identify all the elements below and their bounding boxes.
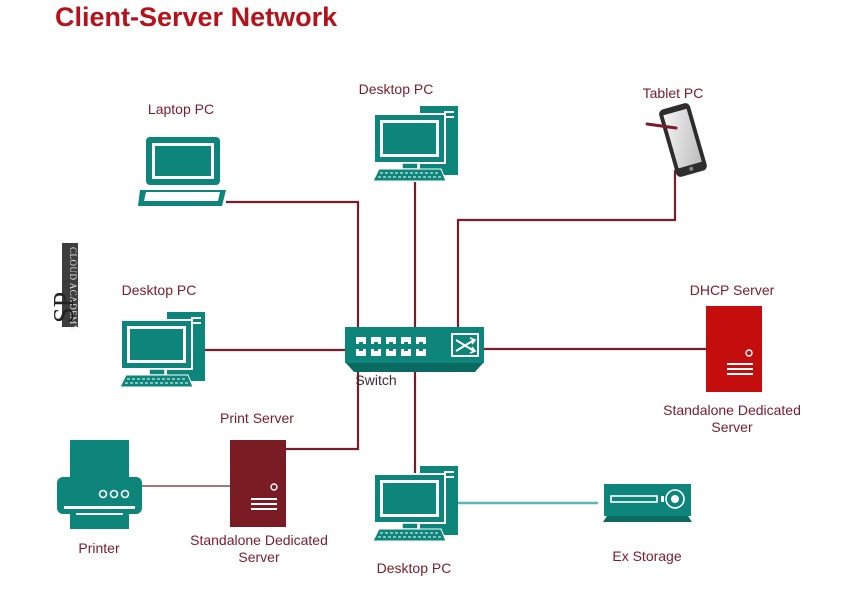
print-server-caption: Standalone Dedicated Server bbox=[190, 532, 328, 565]
dhcp-server-label: DHCP Server bbox=[689, 282, 775, 298]
storage-icon[interactable] bbox=[603, 484, 692, 522]
laptop-icon[interactable] bbox=[138, 137, 226, 206]
printer-label: Printer bbox=[78, 540, 120, 556]
link-switch-print-server bbox=[286, 370, 360, 451]
desktop-top-label: Desktop PC bbox=[358, 81, 434, 97]
tablet-icon[interactable] bbox=[658, 102, 708, 178]
server-icon[interactable] bbox=[706, 306, 762, 392]
ex-storage-label: Ex Storage bbox=[612, 548, 682, 564]
page-title: Client-Server Network bbox=[55, 2, 338, 32]
laptop-label: Laptop PC bbox=[147, 101, 215, 117]
printer-icon[interactable] bbox=[57, 440, 142, 529]
connections bbox=[140, 170, 707, 505]
desktop-icon[interactable] bbox=[119, 312, 205, 388]
link-laptop-switch bbox=[226, 200, 360, 330]
logo-box bbox=[62, 243, 78, 327]
desktop-bottom-label: Desktop PC bbox=[376, 560, 452, 576]
desktop-left-label: Desktop PC bbox=[121, 282, 197, 298]
server-icon[interactable] bbox=[230, 440, 286, 527]
tablet-label: Tablet PC bbox=[642, 85, 704, 101]
desktop-icon[interactable] bbox=[372, 466, 458, 542]
desktop-icon[interactable] bbox=[372, 106, 458, 182]
link-tablet-switch bbox=[456, 170, 677, 330]
switch-icon[interactable] bbox=[345, 327, 484, 372]
stylus-icon bbox=[645, 122, 678, 130]
dhcp-server-caption: Standalone Dedicated Server bbox=[663, 402, 801, 435]
print-server-label: Print Server bbox=[220, 410, 294, 426]
logo-initials: SP bbox=[49, 291, 80, 323]
switch-label: Switch bbox=[355, 372, 397, 388]
